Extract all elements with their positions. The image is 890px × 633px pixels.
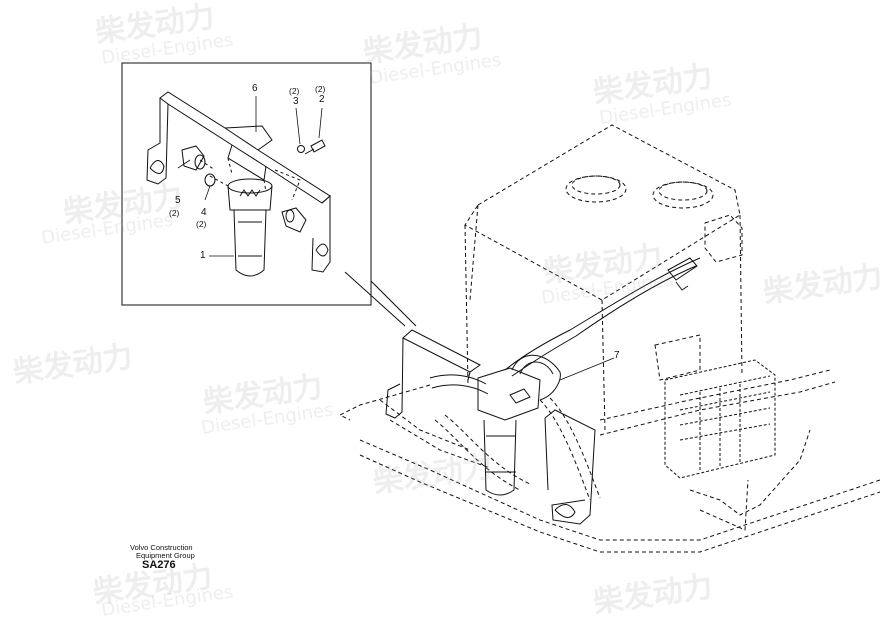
pipe-connector-top: [667, 257, 698, 291]
callout-2-qty: (2): [315, 84, 326, 94]
callout-4: 4: [201, 207, 207, 218]
callout-5-qty: (2): [169, 208, 180, 218]
callout-3: 3: [293, 96, 299, 107]
callout-1: 1: [200, 250, 206, 261]
filter-part-1: [227, 178, 273, 277]
assembled-filter: [477, 354, 561, 496]
hose-lines: [429, 257, 701, 501]
control-valve-dashed: [664, 359, 776, 479]
callout-3-qty: (2): [289, 86, 300, 96]
callout-7: 7: [614, 350, 620, 361]
o-ring-part-4: [204, 173, 216, 187]
footer-company-line2: Equipment Group: [136, 551, 195, 560]
bracket-part-6: [146, 91, 331, 273]
inset-leader-lines: [177, 96, 323, 257]
drawing-code: SA276: [142, 559, 176, 571]
washer-part-3: [297, 145, 305, 153]
callout-6: 6: [252, 83, 258, 94]
inset-hidden-lines: [199, 159, 301, 201]
assembled-bracket: [385, 329, 596, 525]
callout-2: 2: [319, 94, 325, 105]
elbow-fitting-left: [181, 145, 206, 171]
detail-inset-frame: [121, 62, 372, 306]
inset-pointer-left: [344, 271, 406, 327]
callout-5: 5: [175, 195, 181, 206]
callout-4-qty: (2): [196, 219, 207, 229]
machine-outline-dashed: [338, 124, 881, 553]
footer-company-line1: Volvo Construction: [130, 543, 193, 552]
leader-line-7: [559, 357, 615, 381]
elbow-fitting-right: [281, 207, 307, 233]
inset-pointer-right: [370, 280, 417, 327]
bolt-part-2: [304, 139, 326, 155]
